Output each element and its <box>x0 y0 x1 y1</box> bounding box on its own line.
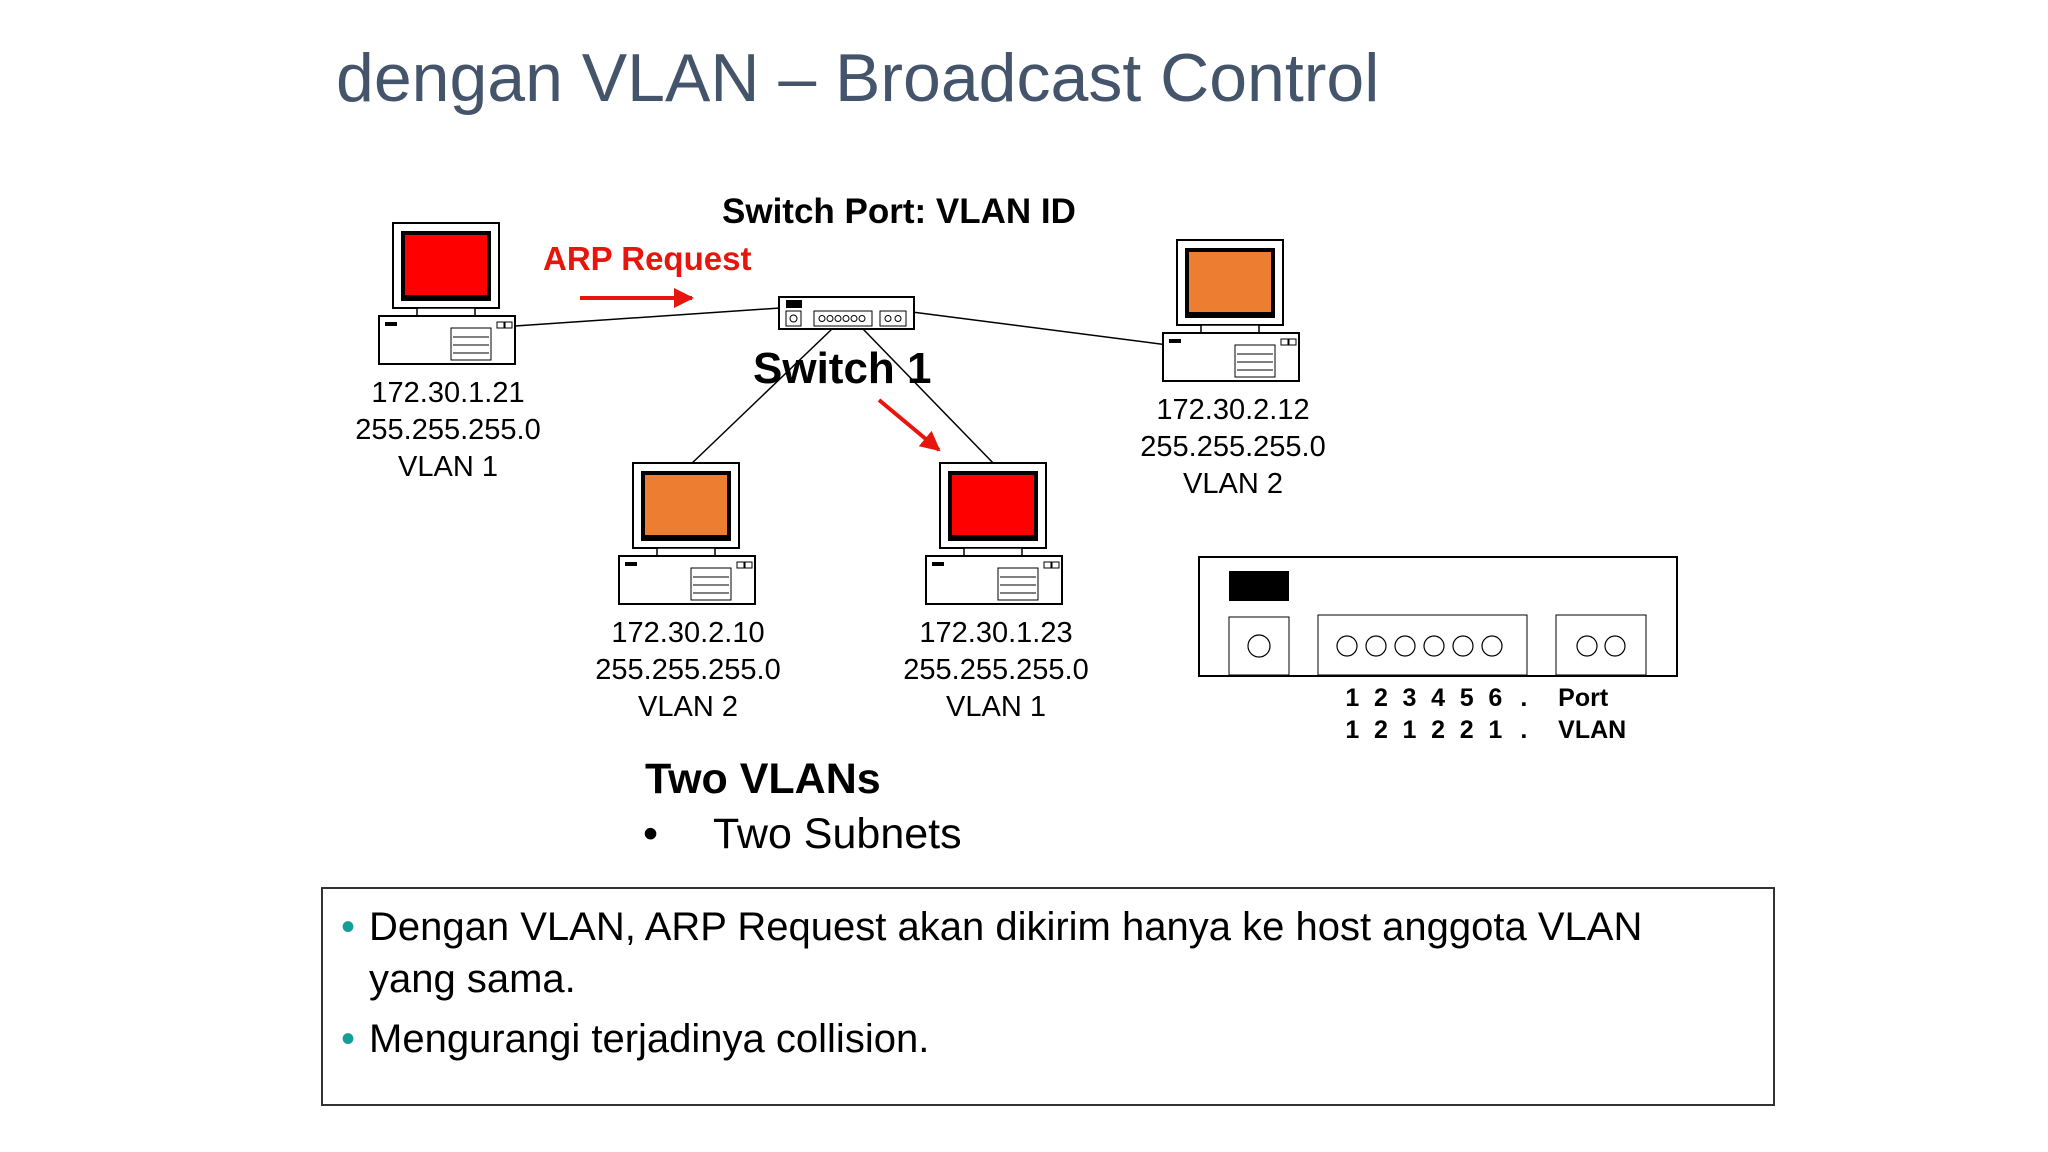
switch-1-device <box>778 296 915 330</box>
cable-host-1 <box>514 307 781 327</box>
note-item: • Mengurangi terjadinya collision. <box>341 1013 1719 1065</box>
port-vlan-id: 2 <box>1431 716 1446 744</box>
host-2-mask: 255.255.255.0 <box>595 654 781 686</box>
two-vlans-heading: Two VLANs <box>645 755 881 803</box>
two-subnets-text: Two Subnets <box>713 810 962 858</box>
switch-port-title: Switch Port: VLAN ID <box>722 192 1076 231</box>
bullet-icon: • <box>341 1017 356 1061</box>
host-1-mask: 255.255.255.0 <box>355 414 541 446</box>
bullet-icon: • <box>643 810 659 858</box>
port-vlan-id: 1 <box>1488 716 1503 744</box>
port-vlan-id: 1 <box>1345 716 1360 744</box>
host-4-ip: 172.30.2.12 <box>1156 394 1310 426</box>
slide-title: dengan VLAN – Broadcast Control <box>336 40 1380 116</box>
port-vlan-id: 2 <box>1373 716 1388 744</box>
arp-arrow-2 <box>877 398 941 452</box>
port-vlan-id: 2 <box>1459 716 1474 744</box>
port-number: 5 <box>1459 684 1474 712</box>
port-number: 4 <box>1431 684 1446 712</box>
switch-name-label: Switch 1 <box>753 344 932 393</box>
host-1-info: 172.30.1.21 255.255.255.0 VLAN 1 <box>318 375 578 486</box>
note-text: Dengan VLAN, ARP Request akan dikirim ha… <box>369 905 1643 1001</box>
bullet-icon: • <box>341 905 356 949</box>
host-1-vlan: VLAN 1 <box>398 451 498 483</box>
note-text: Mengurangi terjadinya collision. <box>369 1017 930 1061</box>
cable-host-4 <box>911 311 1169 346</box>
monitor-screen <box>645 475 727 535</box>
cable-host-2 <box>687 328 833 468</box>
desktop-computer-icon <box>925 462 1063 605</box>
network-cables <box>514 307 1169 468</box>
host-3-ip: 172.30.1.23 <box>919 617 1073 649</box>
cable-host-3 <box>862 328 997 467</box>
desktop-computer-icon <box>378 222 516 365</box>
host-4-vlan: VLAN 2 <box>1183 468 1283 500</box>
monitor-screen <box>405 235 487 295</box>
notes-box: • Dengan VLAN, ARP Request akan dikirim … <box>321 887 1775 1106</box>
monitor-screen <box>1189 252 1271 312</box>
port-number: 2 <box>1373 684 1388 712</box>
two-subnets-item: • Two Subnets <box>643 810 962 859</box>
desktop-computer-icon <box>1162 239 1300 382</box>
host-3-mask: 255.255.255.0 <box>903 654 1089 686</box>
host-3-info: 172.30.1.23 255.255.255.0 VLAN 1 <box>866 615 1126 726</box>
port-number: . <box>1520 684 1528 712</box>
monitor-screen <box>952 475 1034 535</box>
host-1-ip: 172.30.1.21 <box>371 377 525 409</box>
desktop-computer-icon <box>618 462 756 605</box>
host-2-ip: 172.30.2.10 <box>611 617 765 649</box>
host-4-mask: 255.255.255.0 <box>1140 431 1326 463</box>
port-caption: Port <box>1558 684 1609 712</box>
host-2-vlan: VLAN 2 <box>638 691 738 723</box>
port-number: 3 <box>1402 684 1417 712</box>
note-item: • Dengan VLAN, ARP Request akan dikirim … <box>341 901 1719 1005</box>
port-vlan-id: . <box>1520 716 1528 744</box>
switch-port-panel <box>1198 556 1678 677</box>
host-3-vlan: VLAN 1 <box>946 691 1046 723</box>
vlan-caption: VLAN <box>1558 716 1627 744</box>
arp-request-label: ARP Request <box>543 240 752 277</box>
host-2-info: 172.30.2.10 255.255.255.0 VLAN 2 <box>558 615 818 726</box>
port-number: 1 <box>1345 684 1360 712</box>
host-4-info: 172.30.2.12 255.255.255.0 VLAN 2 <box>1103 392 1363 503</box>
port-vlan-id: 1 <box>1402 716 1417 744</box>
port-number: 6 <box>1488 684 1503 712</box>
